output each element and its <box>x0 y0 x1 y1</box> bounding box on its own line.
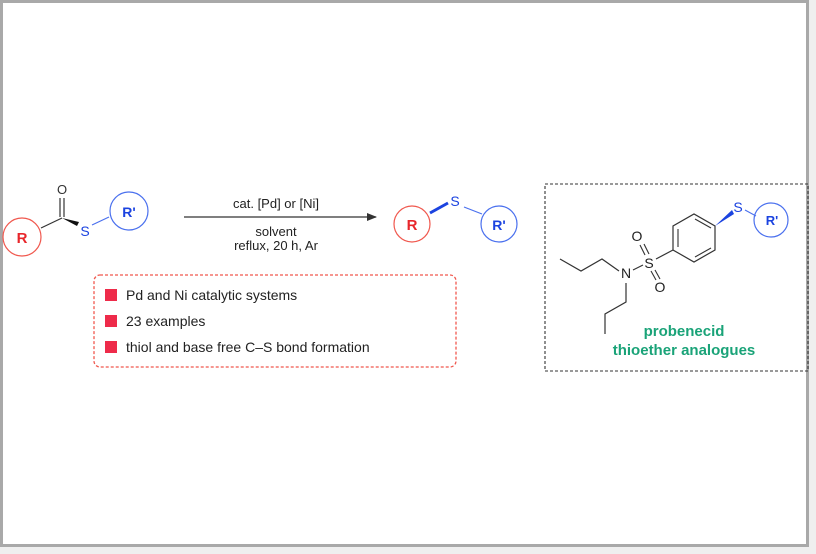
sulfonyl-s-label: S <box>644 255 653 271</box>
benzene-double-bond <box>694 218 712 229</box>
reflux-label: reflux, 20 h, Ar <box>234 238 318 253</box>
solvent-label: solvent <box>255 224 297 239</box>
bond-s-o-bottom-1 <box>650 270 657 281</box>
reactant-thioester: R O S R' <box>2 182 149 257</box>
analogue-border <box>544 183 809 372</box>
reaction-conditions: cat. [Pd] or [Ni] solvent reflux, 20 h, … <box>184 196 377 253</box>
oxygen-bottom-label: O <box>655 279 666 295</box>
analogue-caption-line2: thioether analogues <box>613 342 756 359</box>
reactant-r-prime-circle <box>109 191 149 231</box>
bond-r-carbonyl <box>40 217 63 229</box>
bond-s-r-prime <box>463 206 483 215</box>
highlights-box: Pd and Ni catalytic systems 23 examples … <box>93 274 457 368</box>
analogue-box: N S O O S R' probenecid thioether analog… <box>544 183 809 372</box>
highlight-item: thiol and base free C–S bond formation <box>126 339 370 355</box>
bullet-icon <box>105 315 117 327</box>
image-frame <box>0 0 809 547</box>
reactant-r-circle <box>2 217 42 257</box>
oxygen-top-label: O <box>632 228 643 244</box>
reactant-r-prime-label: R' <box>122 204 135 220</box>
bond-s-o-bottom-2 <box>654 269 661 280</box>
bond-n-s <box>632 264 644 271</box>
propyl-chain-lower <box>604 283 627 334</box>
analogue-r-prime-label: R' <box>766 213 778 228</box>
analogue-r-prime-circle <box>753 202 789 238</box>
product-r-circle <box>393 205 431 243</box>
product-thioether: R S R' <box>393 193 518 243</box>
reactant-r-label: R <box>17 230 28 247</box>
reactant-sulfur-label: S <box>80 223 89 239</box>
wedge-bond-carbonyl-s <box>62 218 79 226</box>
benzene-double-bond <box>694 247 712 258</box>
propyl-chain-upper <box>559 258 620 272</box>
bond-s-aryl <box>655 249 674 260</box>
benzene-ring <box>672 213 716 263</box>
product-r-prime-circle <box>480 205 518 243</box>
analogue-caption-line1: probenecid <box>644 323 725 340</box>
bullet-icon <box>105 289 117 301</box>
product-r-label: R <box>407 217 418 234</box>
oxygen-label: O <box>57 182 67 197</box>
nitrogen-label: N <box>621 265 631 281</box>
highlights-border <box>93 274 457 368</box>
bullet-icon <box>105 341 117 353</box>
wedge-bond-aryl-s <box>715 210 734 226</box>
thio-s-label: S <box>733 199 742 215</box>
bond-s-o-top-2 <box>643 243 650 255</box>
product-sulfur-label: S <box>450 193 459 209</box>
product-r-prime-label: R' <box>492 217 505 233</box>
highlight-item: 23 examples <box>126 313 205 329</box>
highlight-item: Pd and Ni catalytic systems <box>126 287 297 303</box>
bond-s-o-top-1 <box>639 244 646 256</box>
bond-s-r-prime <box>91 216 110 226</box>
catalyst-label: cat. [Pd] or [Ni] <box>233 196 319 211</box>
wedge-bond-r-s <box>429 201 449 215</box>
